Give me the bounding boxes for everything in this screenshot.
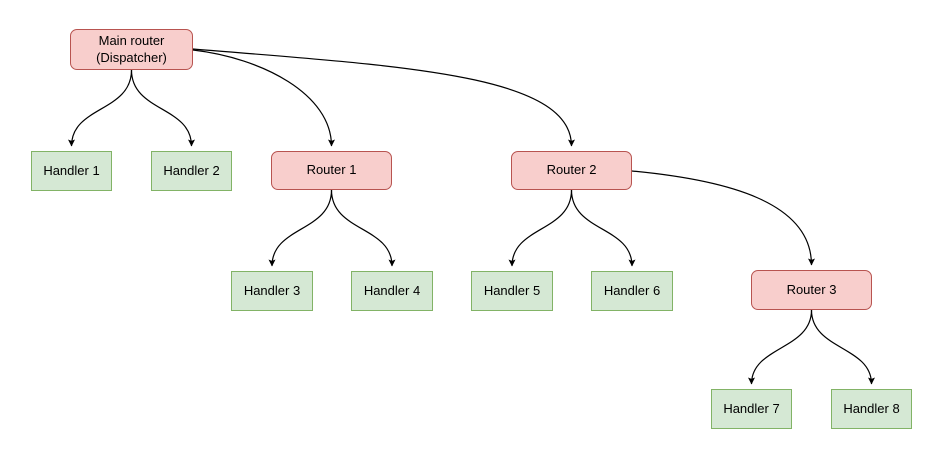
handler-1-label: Handler 1 [43, 162, 100, 178]
handler-5-label: Handler 5 [483, 282, 541, 298]
main-router-label-line2: (Dispatcher) [96, 49, 167, 65]
handler-3-label: Handler 3 [243, 282, 301, 298]
edge-router3-to-handler7 [748, 309, 813, 385]
handler-4-label: Handler 4 [363, 282, 421, 298]
edge-router2-to-router3 [631, 170, 815, 266]
node-handler-1: Handler 1 [31, 151, 112, 191]
node-handler-8: Handler 8 [831, 389, 912, 429]
edge-router3-to-handler8 [810, 309, 875, 385]
handler-6-label: Handler 6 [603, 282, 661, 298]
node-main-router: Main router (Dispatcher) [70, 29, 193, 70]
node-router-3: Router 3 [751, 270, 872, 310]
router-2-label: Router 2 [546, 162, 597, 178]
node-handler-2: Handler 2 [151, 151, 232, 191]
edge-main-to-handler2 [130, 69, 195, 147]
edge-router1-to-handler3 [268, 189, 333, 267]
node-handler-5: Handler 5 [471, 271, 553, 311]
node-handler-6: Handler 6 [591, 271, 673, 311]
edge-main-to-router1 [192, 49, 335, 147]
edge-router1-to-handler4 [330, 189, 396, 267]
edge-main-to-handler1 [68, 69, 133, 147]
handler-2-label: Handler 2 [163, 162, 220, 178]
edge-main-to-router2 [192, 48, 575, 147]
node-router-1: Router 1 [271, 151, 392, 190]
edge-router2-to-handler5 [508, 189, 573, 267]
node-handler-7: Handler 7 [711, 389, 792, 429]
handler-7-label: Handler 7 [723, 400, 780, 416]
router-1-label: Router 1 [306, 162, 357, 178]
node-handler-3: Handler 3 [231, 271, 313, 311]
handler-8-label: Handler 8 [843, 400, 900, 416]
router-3-label: Router 3 [786, 281, 837, 297]
main-router-label-line1: Main router [98, 33, 165, 49]
node-handler-4: Handler 4 [351, 271, 433, 311]
edge-router2-to-handler6 [570, 189, 636, 267]
node-router-2: Router 2 [511, 151, 632, 190]
